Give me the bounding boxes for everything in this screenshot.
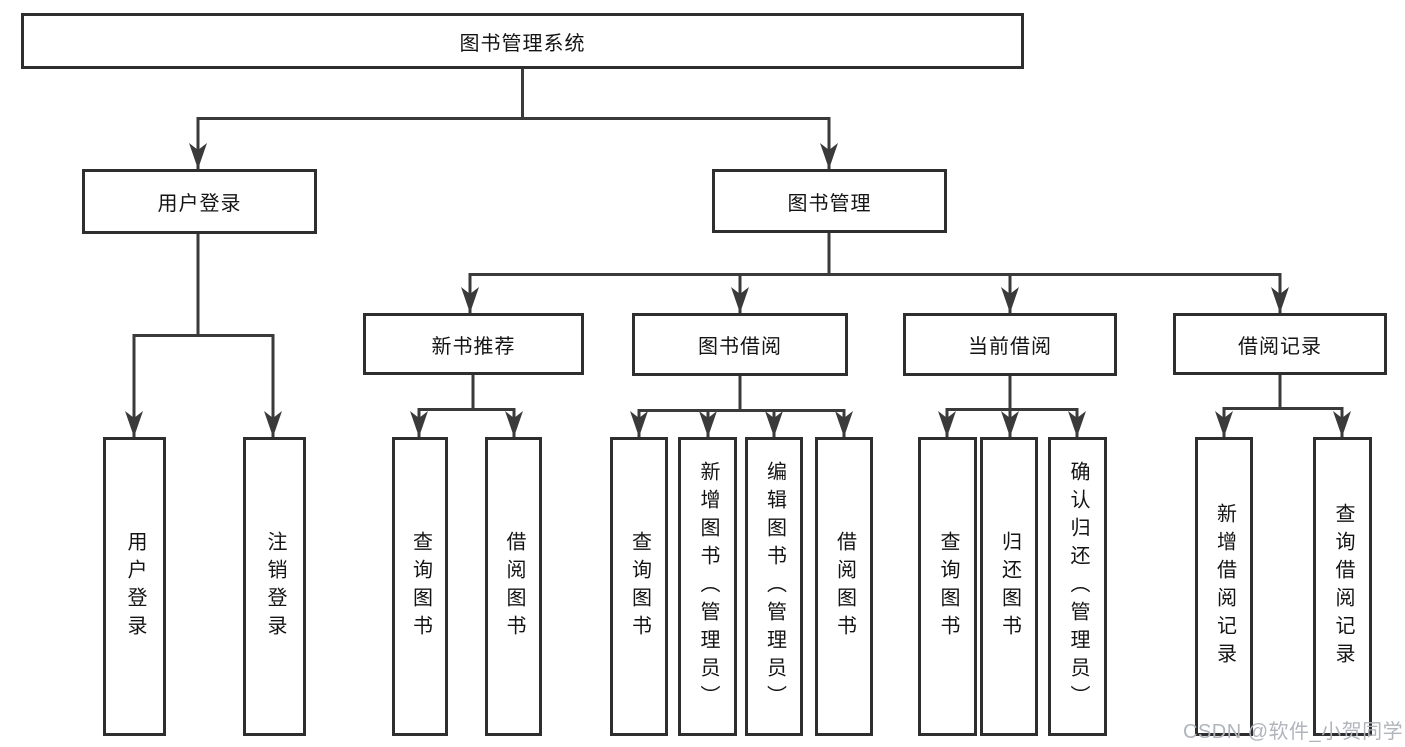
leaf-logout: 注销登录 — [243, 437, 306, 736]
arrowhead — [410, 411, 428, 437]
arrowhead — [630, 411, 648, 437]
node-current-borrow: 当前借阅 — [903, 313, 1117, 376]
arrowhead — [731, 287, 749, 313]
arrowhead — [1001, 287, 1019, 313]
arrowhead — [1333, 411, 1351, 437]
leaf-add-book-admin: 新增图书（管理员） — [678, 437, 737, 736]
leaf-edit-book-admin: 编辑图书（管理员） — [745, 437, 803, 736]
node-book-borrow: 图书借阅 — [632, 313, 848, 376]
leaf-label: 用户登录 — [124, 530, 146, 643]
arrowhead — [1215, 411, 1233, 437]
leaf-label: 借阅图书 — [833, 530, 856, 643]
leaf-add-borrow-record: 新增借阅记录 — [1195, 437, 1253, 736]
leaf-return-book: 归还图书 — [980, 437, 1038, 736]
arrowhead — [461, 287, 479, 313]
node-label: 当前借阅 — [968, 336, 1052, 358]
leaf-confirm-return-admin: 确认归还（管理员） — [1048, 437, 1107, 736]
connector-book-management-children — [461, 233, 1289, 313]
node-label: 图书管理 — [787, 192, 872, 215]
node-new-book-recommend: 新书推荐 — [363, 313, 584, 375]
node-label: 图书借阅 — [698, 336, 782, 358]
watermark: CSDN @软件_小贺同学 — [1183, 721, 1404, 743]
arrowhead — [1068, 411, 1086, 437]
arrowhead — [820, 143, 838, 169]
arrowhead — [835, 411, 853, 437]
connector-current-borrow-children — [938, 376, 1086, 437]
leaf-label: 归还图书 — [998, 530, 1021, 643]
leaf-label: 查询图书 — [628, 530, 651, 643]
node-book-management: 图书管理 — [712, 169, 947, 233]
leaf-user-login: 用户登录 — [103, 437, 166, 736]
node-label: 图书管理系统 — [459, 32, 586, 55]
leaf-borrow-books-2: 借阅图书 — [815, 437, 873, 736]
connector-root-to-level2 — [189, 69, 838, 169]
arrowhead — [699, 411, 717, 437]
arrowhead — [125, 411, 143, 437]
leaf-query-books-3: 查询图书 — [918, 437, 977, 736]
arrowhead — [938, 411, 956, 437]
arrowhead — [189, 143, 207, 169]
arrowhead — [264, 411, 282, 437]
leaf-label: 注销登录 — [264, 530, 286, 643]
leaf-label: 查询图书 — [409, 530, 432, 643]
arrowhead — [1001, 411, 1019, 437]
leaf-query-borrow-record: 查询借阅记录 — [1313, 437, 1372, 736]
connector-new-book-recommend-children — [410, 375, 523, 437]
arrowhead — [765, 411, 783, 437]
connector-user-login-children — [125, 234, 282, 437]
leaf-label: 确认归还（管理员） — [1067, 460, 1089, 713]
leaf-label: 新增借阅记录 — [1213, 502, 1236, 671]
node-borrow-records: 借阅记录 — [1173, 313, 1387, 375]
node-label: 新书推荐 — [431, 335, 516, 358]
leaf-label: 查询借阅记录 — [1332, 502, 1354, 671]
node-label: 借阅记录 — [1238, 335, 1322, 358]
node-library-management-system: 图书管理系统 — [21, 13, 1024, 69]
arrowhead — [1271, 287, 1289, 313]
leaf-label: 查询图书 — [937, 530, 959, 643]
leaf-label: 编辑图书（管理员） — [763, 460, 786, 713]
connector-borrow-records-children — [1215, 375, 1351, 437]
connector-book-borrow-children — [630, 376, 853, 437]
node-label: 用户登录 — [157, 193, 242, 215]
leaf-query-books-2: 查询图书 — [610, 437, 668, 736]
leaf-borrow-books-1: 借阅图书 — [485, 437, 542, 736]
arrowhead — [505, 411, 523, 437]
node-user-login: 用户登录 — [82, 169, 317, 234]
leaf-query-books-1: 查询图书 — [392, 437, 448, 736]
leaf-label: 借阅图书 — [503, 530, 525, 643]
leaf-label: 新增图书（管理员） — [697, 460, 719, 713]
